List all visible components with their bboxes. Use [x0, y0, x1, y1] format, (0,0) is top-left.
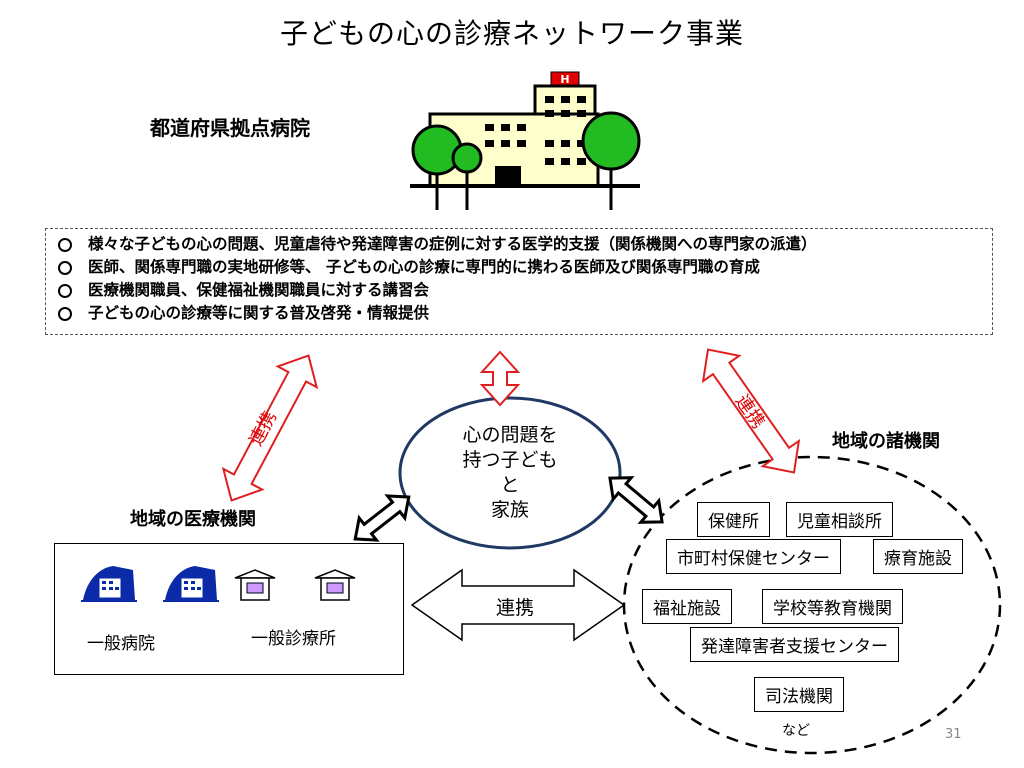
hub-hospital-illustration: H [410, 71, 641, 210]
general-hospital-icon [81, 566, 137, 602]
institution-judiciary: 司法機関 [754, 677, 844, 712]
general-hospital-icon [163, 566, 219, 602]
general-clinic-icon [314, 569, 356, 601]
institution-schools: 学校等教育機関 [762, 589, 903, 624]
institution-welfare-facility: 福祉施設 [642, 589, 732, 624]
role-item: 様々な子どもの心の問題、児童虐待や発達障害の症例に対する医学的支援（関係機関への… [58, 233, 992, 256]
role-item: 医療機関職員、保健福祉機関職員に対する講習会 [58, 279, 992, 302]
institution-health-center: 保健所 [697, 502, 770, 537]
center-line-2: 持つ子ども [462, 449, 558, 471]
red-link-arrow-right [701, 348, 801, 474]
institution-rehab-facility: 療育施設 [873, 539, 963, 574]
regional-institutions-label: 地域の諸機関 [832, 431, 940, 452]
center-ellipse [398, 396, 622, 550]
general-hospital-label: 一般病院 [87, 634, 155, 654]
center-line-1: 心の問題を [462, 424, 558, 446]
general-clinic-label: 一般診療所 [251, 629, 336, 649]
center-line-4: 家族 [490, 499, 529, 521]
institution-dev-disorder-center: 発達障害者支援センター [690, 627, 899, 662]
institution-municipal-health-center: 市町村保健センター [666, 539, 841, 574]
bottom-link-arrow [410, 568, 626, 642]
black-arrow-left [353, 494, 411, 542]
svg-text:H: H [560, 73, 569, 86]
hub-hospital-label: 都道府県拠点病院 [150, 116, 310, 140]
link-label-bottom: 連携 [495, 597, 534, 619]
tree-small [451, 142, 483, 174]
red-link-arrow-left [221, 354, 319, 502]
role-item: 子どもの心の診療等に関する普及啓発・情報提供 [58, 302, 992, 325]
institution-child-guidance: 児童相談所 [786, 502, 893, 537]
center-text: 心の問題を 持つ子ども と 家族 [400, 423, 620, 523]
red-link-arrow-center [479, 350, 521, 407]
regional-medical-box: 一般病院 一般診療所 [54, 543, 404, 675]
page-title: 子どもの心の診療ネットワーク事業 [279, 17, 744, 50]
etc-label: など [782, 723, 810, 739]
tree-right [581, 111, 641, 171]
hub-roles-box: 様々な子どもの心の問題、児童虐待や発達障害の症例に対する医学的支援（関係機関への… [45, 228, 993, 335]
center-line-3: と [500, 474, 520, 496]
role-item: 医師、関係専門職の実地研修等、 子どもの心の診療に専門的に携わる医師及び関係専門… [58, 256, 992, 279]
black-arrow-right [608, 476, 664, 524]
page-number: 31 [945, 727, 962, 742]
general-clinic-icon [234, 569, 276, 601]
regional-medical-label: 地域の医療機関 [130, 509, 256, 530]
